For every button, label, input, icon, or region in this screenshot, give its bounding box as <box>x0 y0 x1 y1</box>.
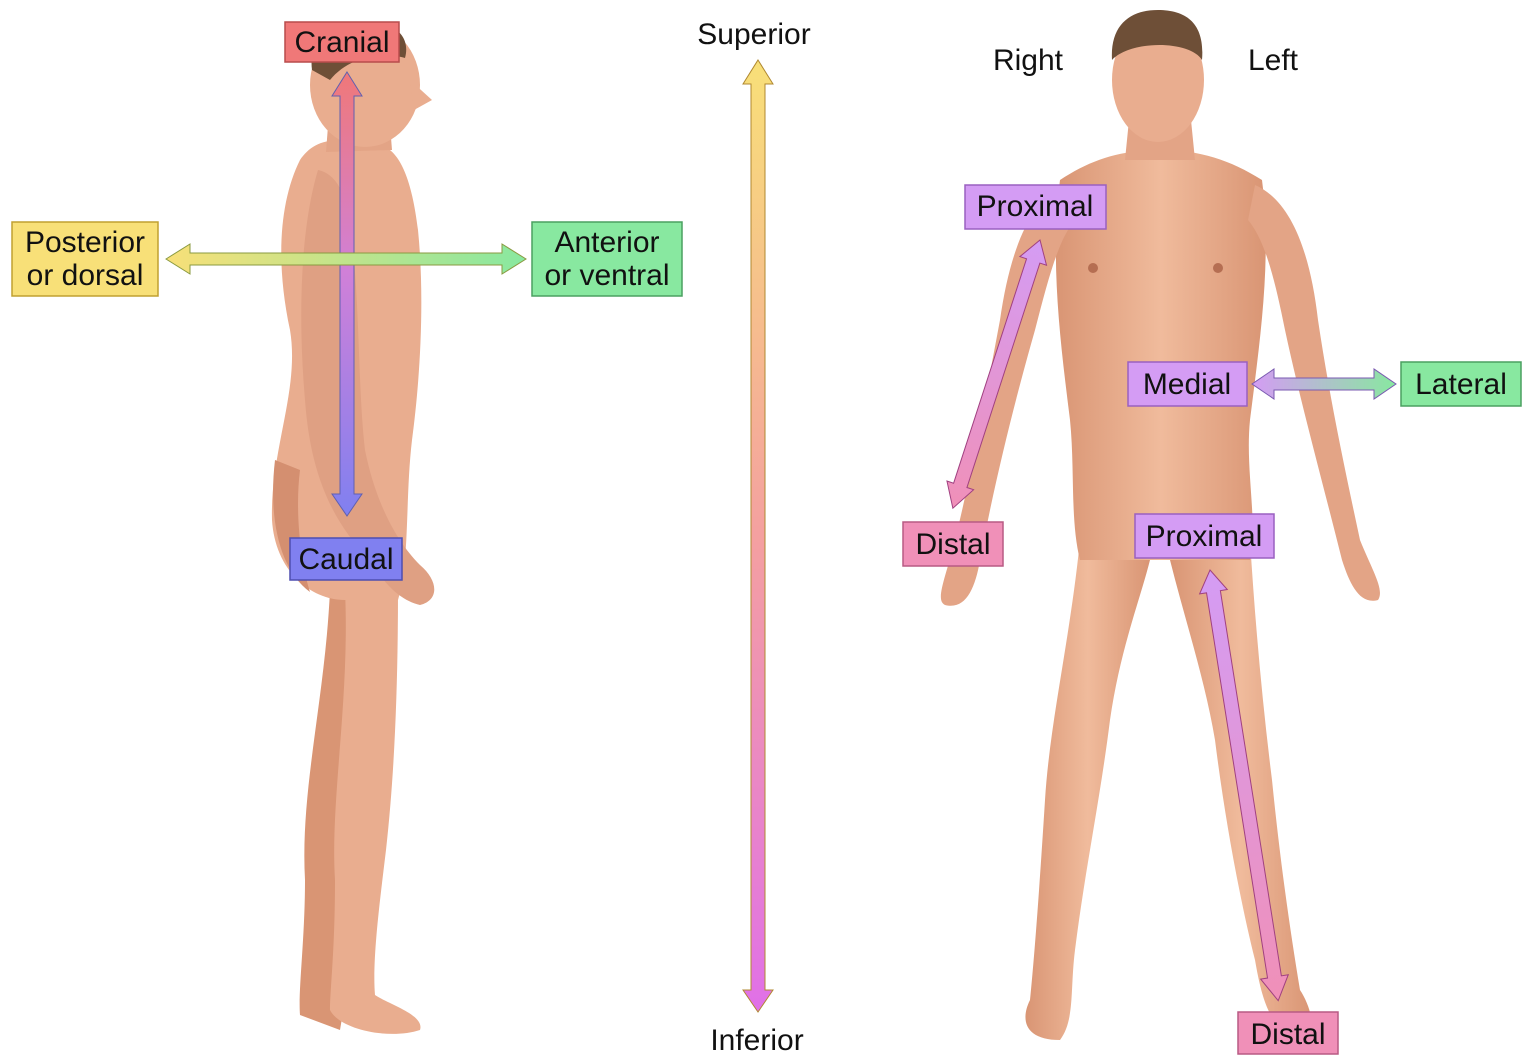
lateral-label: Lateral <box>1401 362 1521 406</box>
leg-distal-label: Distal <box>1238 1012 1338 1054</box>
posterior-text-line2: or dorsal <box>27 259 144 292</box>
leg-proximal-label: Proximal <box>1135 514 1274 558</box>
cranial-label: Cranial <box>285 22 399 62</box>
posterior-label: Posterior or dorsal <box>12 222 158 296</box>
lateral-text: Lateral <box>1415 368 1507 401</box>
arm-proximal-text: Proximal <box>977 190 1094 223</box>
arm-distal-text: Distal <box>915 528 990 561</box>
medial-text: Medial <box>1143 368 1231 401</box>
inferior-text: Inferior <box>710 1024 803 1056</box>
anterior-text-line2: or ventral <box>544 259 669 292</box>
arm-distal-label: Distal <box>903 522 1003 566</box>
right-side-text: Right <box>993 44 1064 77</box>
medial-label: Medial <box>1128 362 1247 406</box>
leg-proximal-text: Proximal <box>1146 520 1263 553</box>
cranial-text: Cranial <box>294 26 389 59</box>
anterior-label: Anterior or ventral <box>532 222 682 296</box>
superior-inferior-arrow <box>743 60 773 1012</box>
posterior-text-line1: Posterior <box>25 226 145 259</box>
arm-proximal-label: Proximal <box>965 185 1106 229</box>
leg-distal-text: Distal <box>1250 1018 1325 1051</box>
caudal-text: Caudal <box>298 543 393 576</box>
superior-text: Superior <box>697 18 810 51</box>
left-side-text: Left <box>1248 44 1299 77</box>
anterior-text-line1: Anterior <box>554 226 659 259</box>
caudal-label: Caudal <box>290 538 402 580</box>
